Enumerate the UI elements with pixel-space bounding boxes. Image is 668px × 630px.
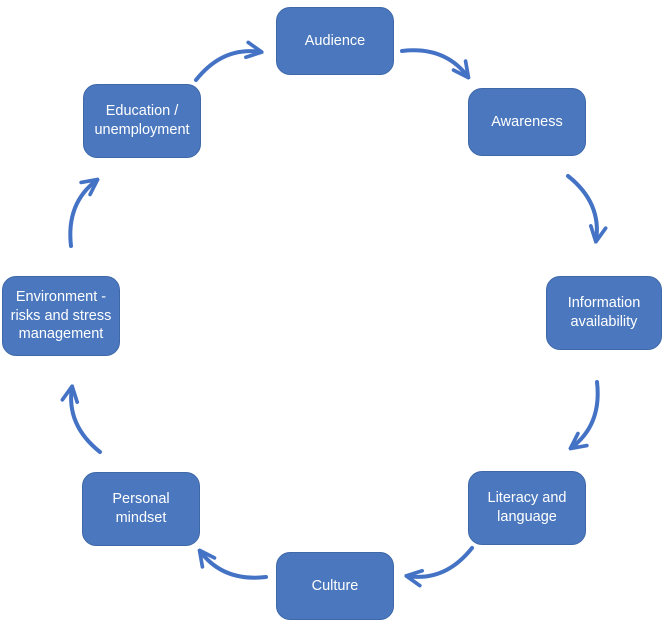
node-education-unemployment: Education / unemployment bbox=[83, 84, 201, 158]
node-information-availability: Information availability bbox=[546, 276, 662, 350]
arrow-environment-to-education bbox=[68, 180, 97, 248]
node-literacy-and-language: Literacy and language bbox=[468, 471, 586, 545]
arrow-information-to-literacy bbox=[571, 380, 600, 448]
arrow-culture-to-personal bbox=[200, 551, 268, 580]
node-environment: Environment - risks and stress managemen… bbox=[2, 276, 120, 356]
arrow-education-to-audience bbox=[194, 51, 261, 82]
arrow-audience-to-awareness bbox=[400, 48, 468, 77]
node-audience: Audience bbox=[276, 7, 394, 75]
node-awareness: Awareness bbox=[468, 88, 586, 156]
node-personal-mindset: Personal mindset bbox=[82, 472, 200, 546]
arrow-awareness-to-information bbox=[566, 174, 597, 241]
arrow-literacy-to-culture bbox=[407, 546, 474, 577]
arrow-personal-to-environment bbox=[71, 387, 102, 454]
node-culture: Culture bbox=[276, 552, 394, 620]
